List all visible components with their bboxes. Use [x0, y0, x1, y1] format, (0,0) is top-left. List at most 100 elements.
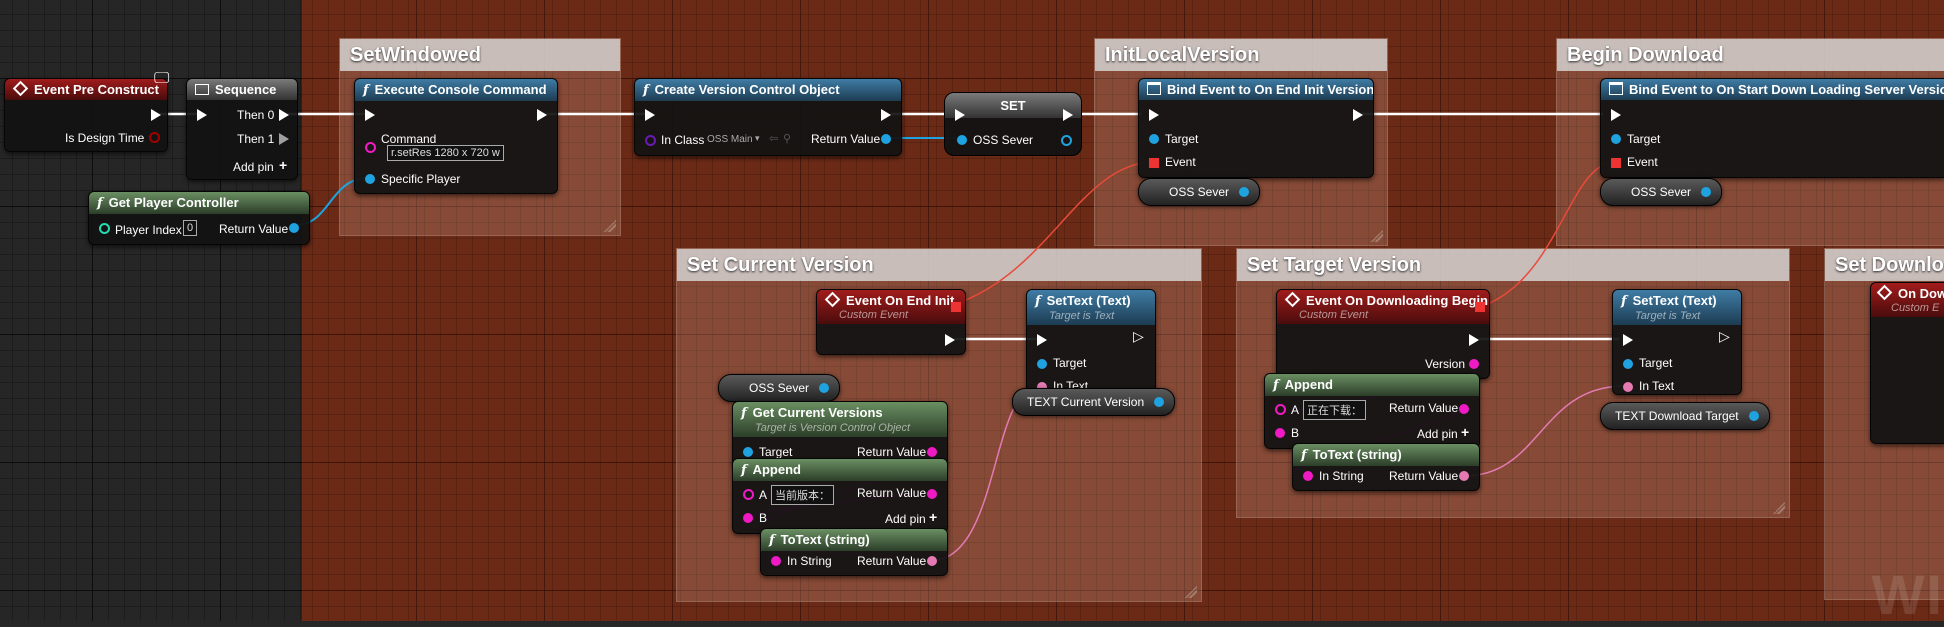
node-bind-start-download[interactable]: Bind Event to On Start Down Loading Serv… [1600, 78, 1944, 178]
delegate-out-pin[interactable] [1475, 302, 1485, 312]
string-pin-b[interactable] [1275, 428, 1285, 438]
append-a-input[interactable]: 当前版本： [771, 485, 834, 505]
exec-out-pin[interactable] [151, 109, 161, 121]
text-pin[interactable] [1459, 471, 1469, 481]
node-bind-end-init-version[interactable]: Bind Event to On End Init Version Target… [1138, 78, 1374, 178]
var-text-current-version[interactable]: TEXT Current Version [1012, 388, 1176, 416]
object-pin[interactable] [1701, 187, 1712, 197]
node-event-pre-construct[interactable]: Event Pre Construct Is Design Time [4, 78, 168, 152]
string-pin[interactable] [365, 142, 376, 153]
exec-out-outline-icon[interactable]: ▷ [1719, 328, 1730, 344]
search-icon[interactable]: ⚲ [783, 133, 792, 145]
class-pin[interactable] [645, 135, 656, 146]
object-pin[interactable] [957, 135, 967, 145]
object-pin[interactable] [1149, 134, 1159, 144]
exec-out-pin[interactable] [1353, 109, 1363, 121]
bool-pin[interactable] [149, 132, 160, 143]
resize-grip[interactable] [1371, 230, 1383, 242]
pin-event: Event [1165, 155, 1196, 169]
node-title: ToText (string) [1312, 447, 1402, 462]
delegate-pin[interactable] [1149, 158, 1159, 168]
object-pin-out[interactable] [1061, 135, 1072, 146]
object-pin[interactable] [1748, 411, 1759, 421]
var-text-download-target[interactable]: TEXT Download Target [1600, 402, 1770, 430]
string-pin[interactable] [1275, 404, 1286, 415]
exec-in-pin[interactable] [197, 109, 207, 121]
function-icon: f [97, 196, 103, 211]
delegate-pin[interactable] [1611, 158, 1621, 168]
exec-in-pin[interactable] [1611, 109, 1621, 121]
object-pin[interactable] [1239, 187, 1250, 197]
exec-out-pin[interactable] [1469, 334, 1479, 346]
object-pin[interactable] [1611, 134, 1621, 144]
resize-grip[interactable] [1773, 502, 1785, 514]
object-pin[interactable] [881, 134, 891, 144]
string-pin-out[interactable] [1459, 404, 1469, 414]
text-pin[interactable] [1623, 382, 1633, 392]
string-pin-b[interactable] [743, 513, 753, 523]
var-oss-sever-3[interactable]: OSS Sever [718, 374, 841, 402]
browse-arrow-icon[interactable]: ⇦ [769, 133, 779, 145]
exec-out-pin-unconnected[interactable] [279, 133, 289, 145]
exec-out-pin[interactable] [1063, 109, 1073, 121]
object-pin[interactable] [1623, 359, 1633, 369]
exec-out-pin[interactable] [881, 109, 891, 121]
delegate-out-pin[interactable] [951, 302, 961, 312]
append-a-input[interactable]: 正在下载： [1303, 400, 1366, 420]
text-pin[interactable] [927, 556, 937, 566]
node-subtitle: Custom Event [839, 309, 909, 321]
player-index-input[interactable]: 0 [183, 220, 198, 236]
resize-grip[interactable] [604, 220, 616, 232]
text-pin[interactable] [1037, 382, 1047, 392]
object-pin[interactable] [819, 383, 830, 393]
class-select[interactable]: OSS Main [707, 134, 753, 145]
string-pin[interactable] [927, 447, 937, 457]
node-title: Append [1284, 377, 1333, 392]
exec-in-pin[interactable] [365, 109, 375, 121]
string-pin[interactable] [1469, 359, 1479, 369]
exec-out-pin[interactable] [945, 334, 955, 346]
pin-then1: Then 1 [237, 132, 275, 146]
exec-out-pin[interactable] [279, 109, 289, 121]
object-pin[interactable] [365, 174, 375, 184]
node-set[interactable]: SET OSS Sever [944, 92, 1082, 156]
add-pin-button[interactable]: Add pin [233, 160, 274, 174]
int-pin[interactable] [99, 223, 110, 234]
string-pin-out[interactable] [927, 489, 937, 499]
exec-in-pin[interactable] [645, 109, 655, 121]
exec-in-pin[interactable] [955, 109, 965, 121]
add-pin-button[interactable]: Add pin [885, 512, 926, 526]
resize-grip[interactable] [1185, 586, 1197, 598]
add-pin-button[interactable]: Add pin [1417, 427, 1458, 441]
node-on-down-partial[interactable]: On DownCustom E [1870, 282, 1944, 444]
object-pin[interactable] [743, 447, 753, 457]
string-pin[interactable] [771, 556, 781, 566]
exec-in-pin[interactable] [1037, 334, 1047, 346]
node-sequence[interactable]: Sequence Then 0 Then 1 Add pin + [186, 78, 298, 180]
exec-in-pin[interactable] [1623, 334, 1633, 346]
object-pin[interactable] [1037, 359, 1047, 369]
object-pin[interactable] [1154, 397, 1165, 407]
object-pin[interactable] [289, 223, 299, 233]
string-pin[interactable] [1303, 471, 1313, 481]
var-oss-sever-1[interactable]: OSS Sever [1138, 178, 1261, 206]
exec-in-pin[interactable] [1149, 109, 1159, 121]
command-input[interactable]: r.setRes 1280 x 720 w [387, 145, 504, 161]
var-oss-sever-2[interactable]: OSS Sever [1600, 178, 1723, 206]
exec-out-pin[interactable] [537, 109, 547, 121]
string-pin[interactable] [743, 489, 754, 500]
